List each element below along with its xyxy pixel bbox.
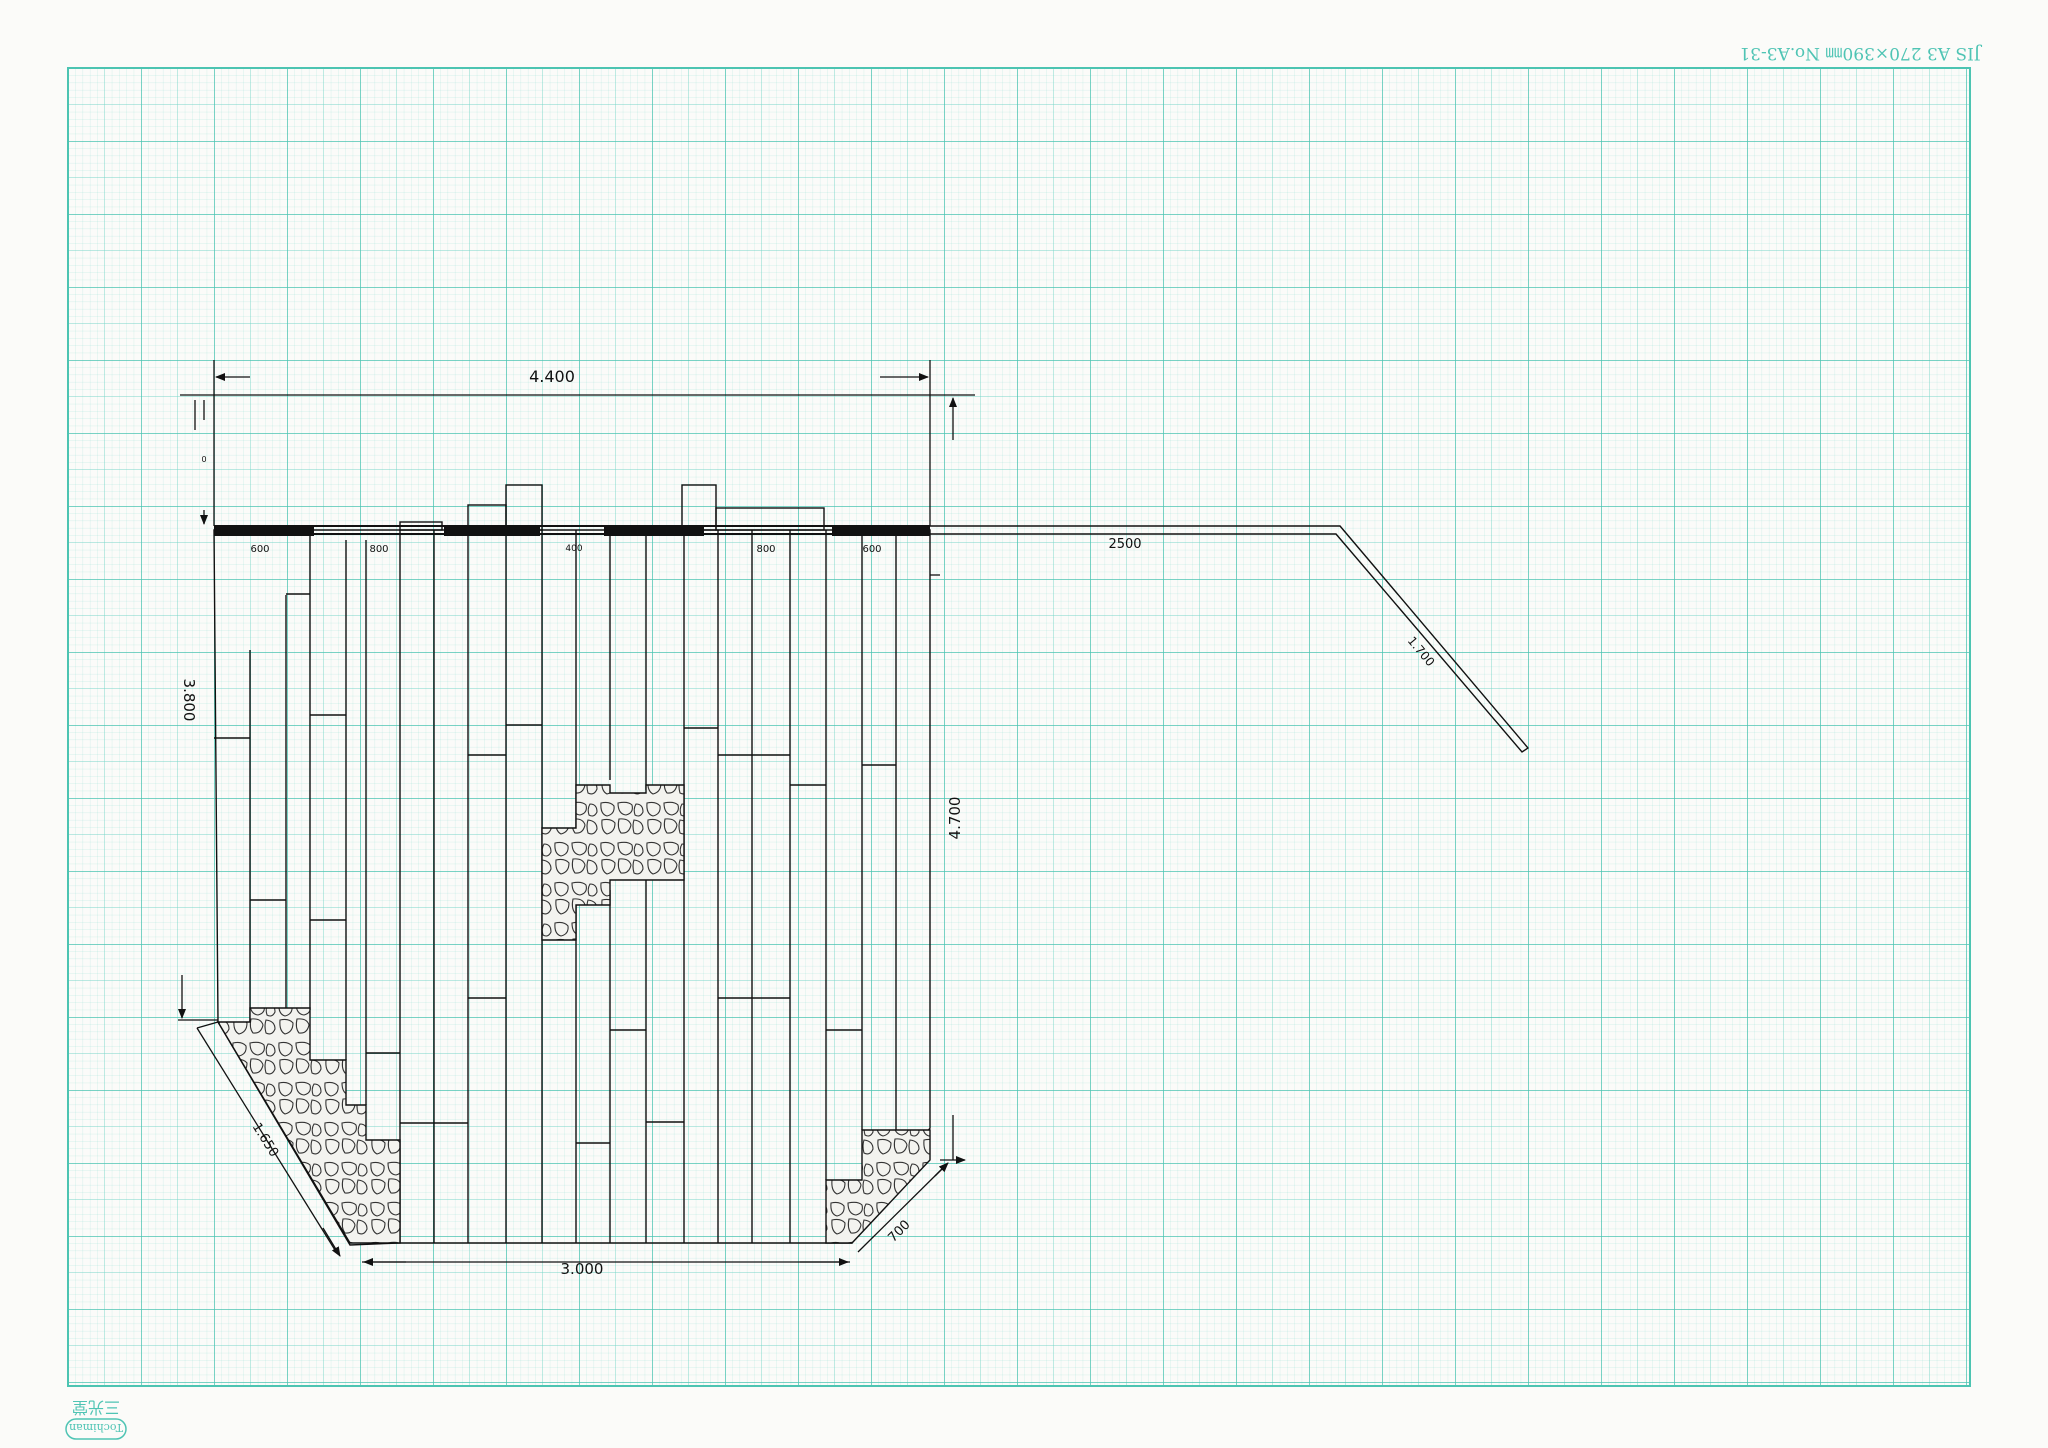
paper-grid: [67, 67, 1971, 1387]
right-height-label: 4.700: [946, 797, 964, 840]
segment-label-4: 800: [756, 544, 775, 555]
top-width-label: 4.400: [529, 367, 575, 386]
stone-area-left: [216, 1007, 401, 1244]
stone-area-center: [541, 784, 685, 941]
extension-rail: [930, 525, 1530, 753]
posts: [214, 525, 930, 536]
paper-maker-text: 三光堂: [72, 1398, 120, 1417]
paper-brand-text: Tochiman: [69, 1421, 123, 1434]
segment-label-1: 600: [250, 544, 269, 555]
segment-label-5: 600: [862, 544, 881, 555]
segment-label-2: 800: [369, 544, 388, 555]
board-joints: [214, 593, 896, 1144]
deck-plan: [178, 360, 1530, 1266]
paper-brand-logo: Tochiman: [65, 1418, 127, 1440]
ext-straight-label: 2500: [1108, 537, 1141, 552]
bottom-width-label: 3.000: [561, 1260, 604, 1278]
deck-boards: [249, 530, 897, 1243]
top-offset-label: 0: [201, 455, 206, 464]
dimension-lines: [178, 360, 975, 1266]
stone-area-right: [825, 1129, 931, 1244]
paper-spec-text: JIS A3 270×390㎜ No.A3-31: [1739, 43, 1982, 63]
left-height-label: 3.800: [180, 679, 198, 722]
segment-label-3: 400: [565, 544, 582, 554]
